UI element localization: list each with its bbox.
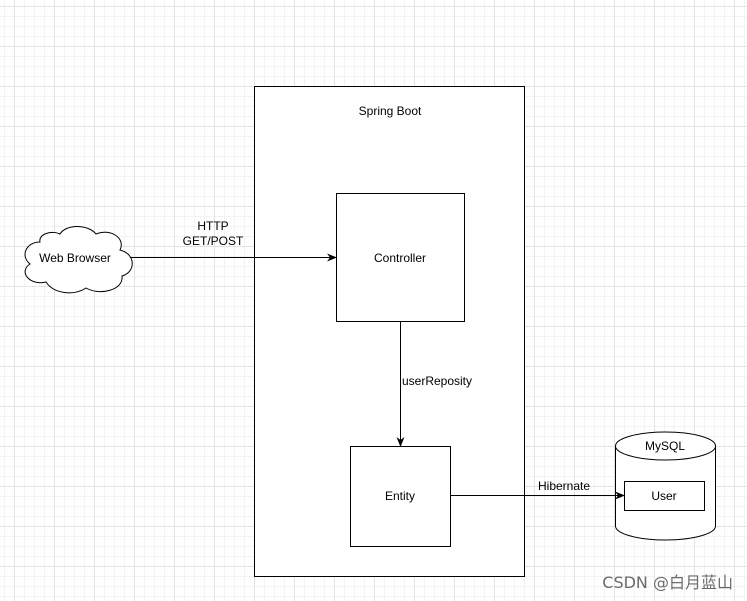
csdn-watermark: CSDN @白月蓝山: [602, 573, 733, 592]
controller-box[interactable]: [336, 193, 465, 322]
edge-label-get-post: GET/POST: [182, 234, 244, 248]
user-table-label: User: [651, 489, 677, 503]
edge-label-userreposity: userReposity: [401, 374, 473, 388]
web-browser-label: Web Browser: [39, 251, 111, 265]
web-browser-cloud[interactable]: [24, 226, 133, 294]
mysql-label: MySQL: [644, 439, 686, 453]
entity-label: Entity: [384, 489, 416, 503]
spring-boot-title: Spring Boot: [358, 104, 422, 118]
controller-label: Controller: [373, 251, 427, 265]
edge-label-hibernate: Hibernate: [537, 479, 591, 493]
edge-label-http: HTTP: [197, 219, 229, 233]
